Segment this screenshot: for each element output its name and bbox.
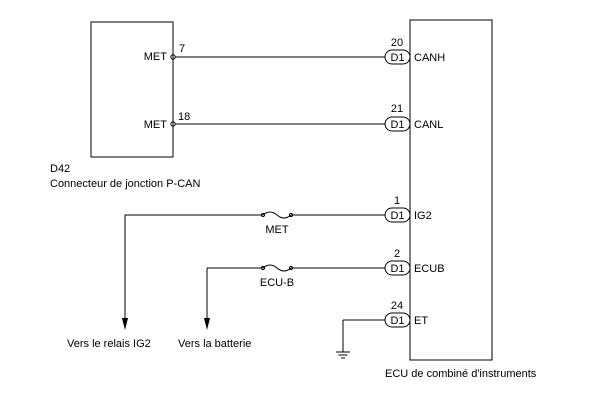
ecu-name: ECU de combiné d'instruments: [385, 368, 537, 380]
fuse-ecu-b-icon: [262, 264, 292, 272]
arrow-down-icon-battery: [204, 318, 210, 330]
destination-battery: Vers la batterie: [178, 338, 251, 350]
junction-connector-id: D42: [50, 163, 70, 175]
ecu-connector-d1-et-label: D1: [390, 315, 404, 327]
ground-icon: [336, 351, 350, 359]
ecu-terminal-ig2: IG2: [414, 210, 432, 222]
junction-connector-pin-label-1: MET: [144, 51, 168, 63]
fuse-ecu-b-terminal-left: [260, 265, 266, 271]
junction-pin-number-18: 18: [178, 111, 190, 123]
ecu-pin-20: 20: [391, 37, 403, 49]
ecu-terminal-canh: CANH: [414, 52, 445, 64]
junction-connector-box: [90, 21, 174, 158]
ecu-connector-d1-ig2-label: D1: [390, 210, 404, 222]
junction-connector-description: Connecteur de jonction P-CAN: [50, 178, 200, 190]
ecu-terminal-et: ET: [414, 315, 428, 327]
ecu-terminal-ecub: ECUB: [414, 263, 445, 275]
destination-ig2-relay: Vers le relais IG2: [67, 338, 151, 350]
fuse-met-icon: [262, 211, 292, 219]
fuse-met-label: MET: [265, 224, 289, 236]
ecu-box: [409, 19, 493, 361]
ecu-pin-24: 24: [391, 300, 403, 312]
fuse-met-terminal-left: [260, 212, 266, 218]
ecu-connector-d1-canh: [384, 49, 411, 65]
ecu-pin-2: 2: [394, 248, 400, 260]
ecu-terminal-canl: CANL: [414, 119, 443, 131]
ecu-connector-d1-canl-label: D1: [390, 119, 404, 131]
arrow-down-icon-ig2: [122, 318, 128, 330]
ecu-connector-d1-canh-label: D1: [390, 52, 404, 64]
ecu-connector-d1-ecub-label: D1: [390, 263, 404, 275]
ecu-connector-d1-canl: [384, 116, 411, 132]
junction-pin-number-7: 7: [179, 43, 185, 55]
ecu-pin-1: 1: [394, 195, 400, 207]
fuse-ecu-b-label: ECU-B: [260, 277, 294, 289]
ecu-pin-21: 21: [391, 103, 403, 115]
junction-connector-pin-label-2: MET: [144, 119, 168, 131]
